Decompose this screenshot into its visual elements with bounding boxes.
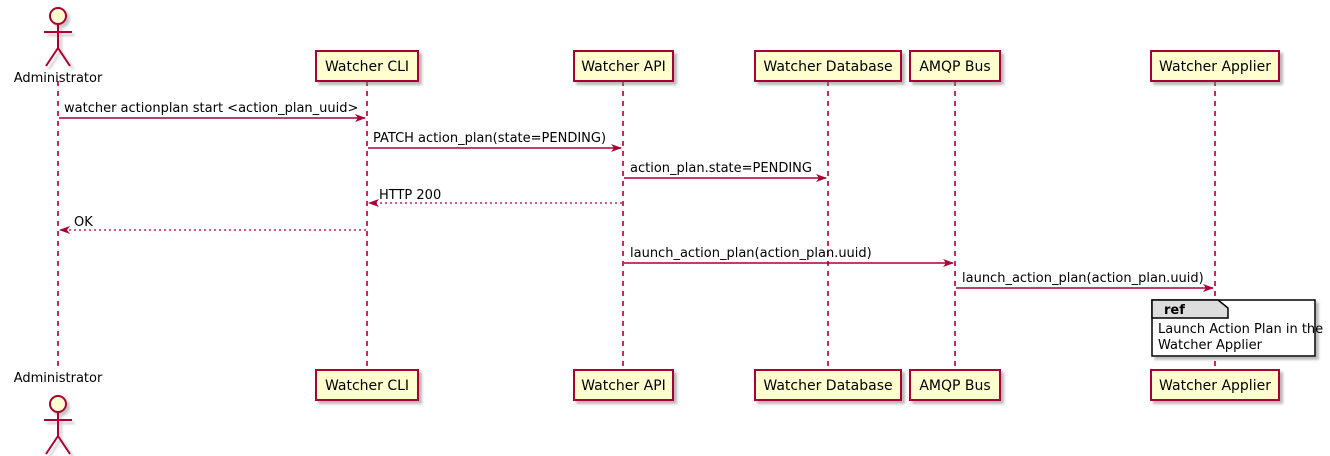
participant-box-database[interactable]: Watcher Database bbox=[754, 369, 902, 401]
message-label-m1: watcher actionplan start <action_plan_uu… bbox=[64, 101, 358, 116]
message-label-m7: launch_action_plan(action_plan.uuid) bbox=[962, 271, 1204, 286]
participant-box-amqp[interactable]: AMQP Bus bbox=[909, 50, 1001, 82]
message-m4[interactable]: HTTP 200 bbox=[368, 188, 622, 207]
participant-box-applier[interactable]: Watcher Applier bbox=[1150, 369, 1280, 401]
actor-label-admin: Administrator bbox=[14, 71, 103, 86]
participant-label-amqp: AMQP Bus bbox=[919, 378, 990, 394]
participant-label-cli: Watcher CLI bbox=[325, 59, 409, 75]
message-label-m3: action_plan.state=PENDING bbox=[630, 161, 812, 176]
participant-rect-applier[interactable] bbox=[1150, 369, 1280, 401]
participant-label-applier: Watcher Applier bbox=[1159, 378, 1271, 394]
participant-rect-database[interactable] bbox=[754, 369, 902, 401]
participant-label-cli: Watcher CLI bbox=[325, 378, 409, 394]
participant-label-api: Watcher API bbox=[581, 378, 666, 394]
participant-box-api[interactable]: Watcher API bbox=[573, 369, 674, 401]
participant-label-api: Watcher API bbox=[581, 59, 666, 75]
ref-fragment-line-1: Watcher Applier bbox=[1158, 338, 1263, 353]
participant-rect-amqp[interactable] bbox=[909, 50, 1001, 82]
participant-box-amqp[interactable]: AMQP Bus bbox=[909, 369, 1001, 401]
participant-rect-applier[interactable] bbox=[1150, 50, 1280, 82]
participant-rect-database[interactable] bbox=[754, 50, 902, 82]
message-m2[interactable]: PATCH action_plan(state=PENDING) bbox=[368, 131, 622, 152]
message-m3[interactable]: action_plan.state=PENDING bbox=[624, 161, 827, 182]
actor-label-admin: Administrator bbox=[14, 371, 103, 386]
participant-box-database[interactable]: Watcher Database bbox=[754, 50, 902, 82]
participant-label-database: Watcher Database bbox=[763, 59, 892, 75]
participant-box-cli[interactable]: Watcher CLI bbox=[315, 369, 419, 401]
participant-rect-amqp[interactable] bbox=[909, 369, 1001, 401]
participant-box-applier[interactable]: Watcher Applier bbox=[1150, 50, 1280, 82]
participant-rect-cli[interactable] bbox=[315, 50, 419, 82]
actor-admin[interactable] bbox=[44, 7, 72, 67]
actor-admin[interactable] bbox=[44, 395, 72, 455]
ref-fragment-keyword: ref bbox=[1164, 303, 1185, 318]
message-m5[interactable]: OK bbox=[59, 215, 366, 234]
message-m7[interactable]: launch_action_plan(action_plan.uuid) bbox=[956, 271, 1214, 292]
message-label-m6: launch_action_plan(action_plan.uuid) bbox=[630, 246, 872, 261]
message-m1[interactable]: watcher actionplan start <action_plan_uu… bbox=[59, 101, 366, 122]
participant-rect-api[interactable] bbox=[573, 369, 674, 401]
message-m6[interactable]: launch_action_plan(action_plan.uuid) bbox=[624, 246, 954, 267]
message-label-m4: HTTP 200 bbox=[379, 188, 441, 203]
ref-fragment-tab bbox=[1151, 299, 1229, 319]
message-label-m2: PATCH action_plan(state=PENDING) bbox=[373, 131, 606, 146]
messages-layer: watcher actionplan start <action_plan_uu… bbox=[59, 101, 1214, 292]
participant-box-api[interactable]: Watcher API bbox=[573, 50, 674, 82]
participant-box-cli[interactable]: Watcher CLI bbox=[315, 50, 419, 82]
participant-rect-api[interactable] bbox=[573, 50, 674, 82]
participant-label-applier: Watcher Applier bbox=[1159, 59, 1271, 75]
ref-fragment-line-0: Launch Action Plan in the bbox=[1158, 322, 1323, 337]
message-label-m5: OK bbox=[74, 215, 93, 230]
participant-label-amqp: AMQP Bus bbox=[919, 59, 990, 75]
participant-rect-cli[interactable] bbox=[315, 369, 419, 401]
participant-label-database: Watcher Database bbox=[763, 378, 892, 394]
lifelines-layer bbox=[57, 81, 1216, 370]
